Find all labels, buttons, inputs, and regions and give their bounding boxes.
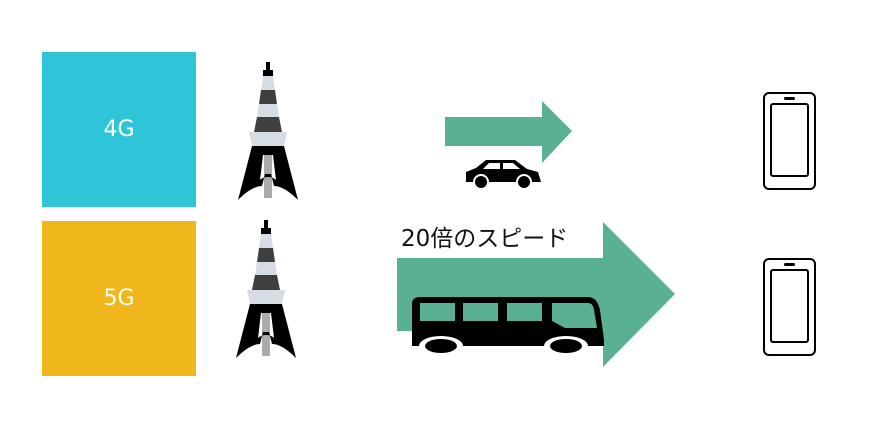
smartphone-icon-5g bbox=[763, 258, 816, 356]
speed-label-text: 20倍のスピード bbox=[401, 226, 569, 252]
tower-icon-4g bbox=[238, 62, 298, 200]
smartphone-icon-4g bbox=[763, 92, 816, 190]
car-icon bbox=[466, 160, 541, 190]
speed-label: 20倍のスピード bbox=[397, 214, 603, 258]
5g-box: 5G bbox=[42, 221, 196, 376]
4g-label: 4G bbox=[103, 117, 135, 142]
bus-icon bbox=[412, 297, 604, 356]
tower-icon-5g bbox=[236, 220, 296, 358]
4g-box: 4G bbox=[42, 52, 196, 207]
arrow-icon-4g bbox=[445, 101, 572, 163]
5g-label: 5G bbox=[103, 286, 135, 311]
